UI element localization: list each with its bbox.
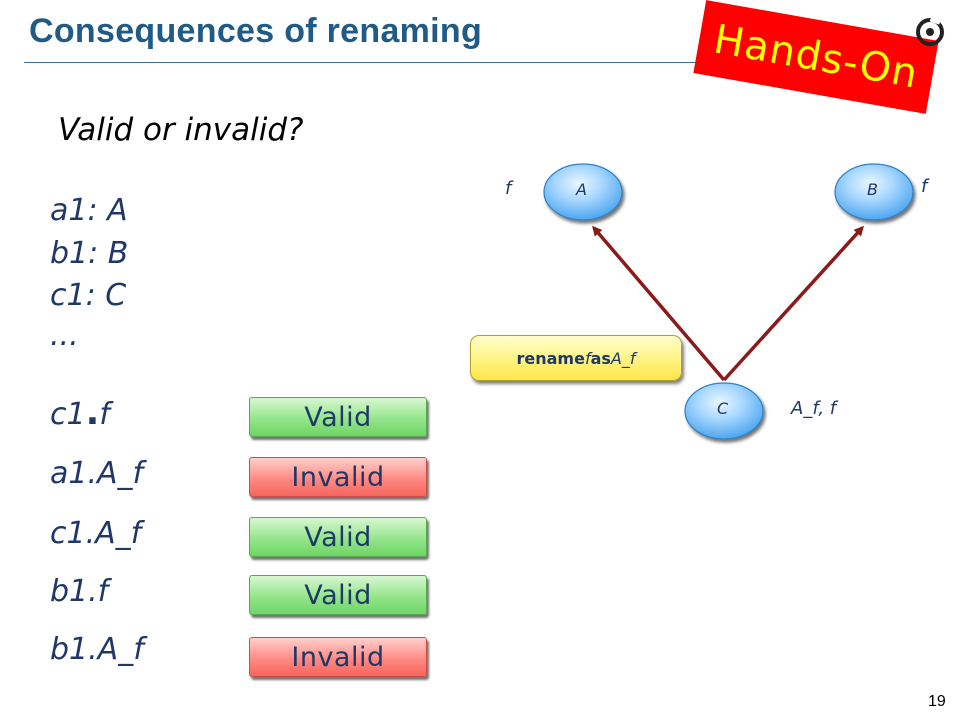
declaration-c1: c1: C	[50, 278, 127, 313]
rename-clause: rename f as A_f	[470, 335, 682, 381]
verdict-b1-f: Valid	[249, 575, 427, 615]
feature-c-label: A_f, f	[791, 398, 837, 419]
class-a-node	[543, 163, 623, 221]
question-text: Valid or invalid?	[58, 112, 304, 148]
declaration-ellipsis: ...	[50, 318, 79, 353]
feature-b-label: f	[921, 176, 928, 197]
rename-keyword: rename	[516, 348, 585, 368]
class-c-label: C	[717, 399, 729, 418]
rename-to: A_f	[610, 348, 636, 368]
verdict-b1-A_f: Invalid	[249, 637, 427, 677]
expression-c1-f-target: c1	[50, 397, 86, 432]
page-title: Consequences of renaming	[29, 12, 483, 50]
class-a-label: A	[576, 180, 587, 199]
verdict-c1-f: Valid	[249, 397, 427, 437]
expression-c1-A_f: c1.A_f	[50, 516, 142, 551]
title-divider	[24, 62, 724, 63]
declaration-a1: a1: A	[50, 193, 128, 228]
expression-b1-f: b1.f	[50, 574, 109, 609]
expression-c1-f-dot: .	[85, 392, 100, 433]
page-number: 19	[928, 693, 946, 710]
verdict-a1-A_f: Invalid	[249, 457, 427, 497]
expression-b1-A_f: b1.A_f	[50, 632, 144, 667]
class-b-node	[834, 163, 914, 221]
logo-icon	[916, 15, 944, 46]
class-b-label: B	[867, 180, 878, 199]
feature-a-label: f	[505, 178, 512, 199]
class-c-node	[684, 382, 764, 440]
expression-c1-f: c1.f	[50, 392, 110, 433]
expression-c1-f-feature: f	[99, 397, 110, 432]
rename-as-keyword: as	[590, 348, 611, 368]
verdict-c1-A_f: Valid	[249, 517, 427, 557]
declaration-b1: b1: B	[50, 236, 129, 271]
expression-a1-A_f: a1.A_f	[50, 456, 144, 491]
rename-from: f	[584, 348, 591, 368]
inherit-arrow-c-to-b	[722, 225, 865, 382]
inherit-arrow-c-to-a	[592, 225, 726, 382]
